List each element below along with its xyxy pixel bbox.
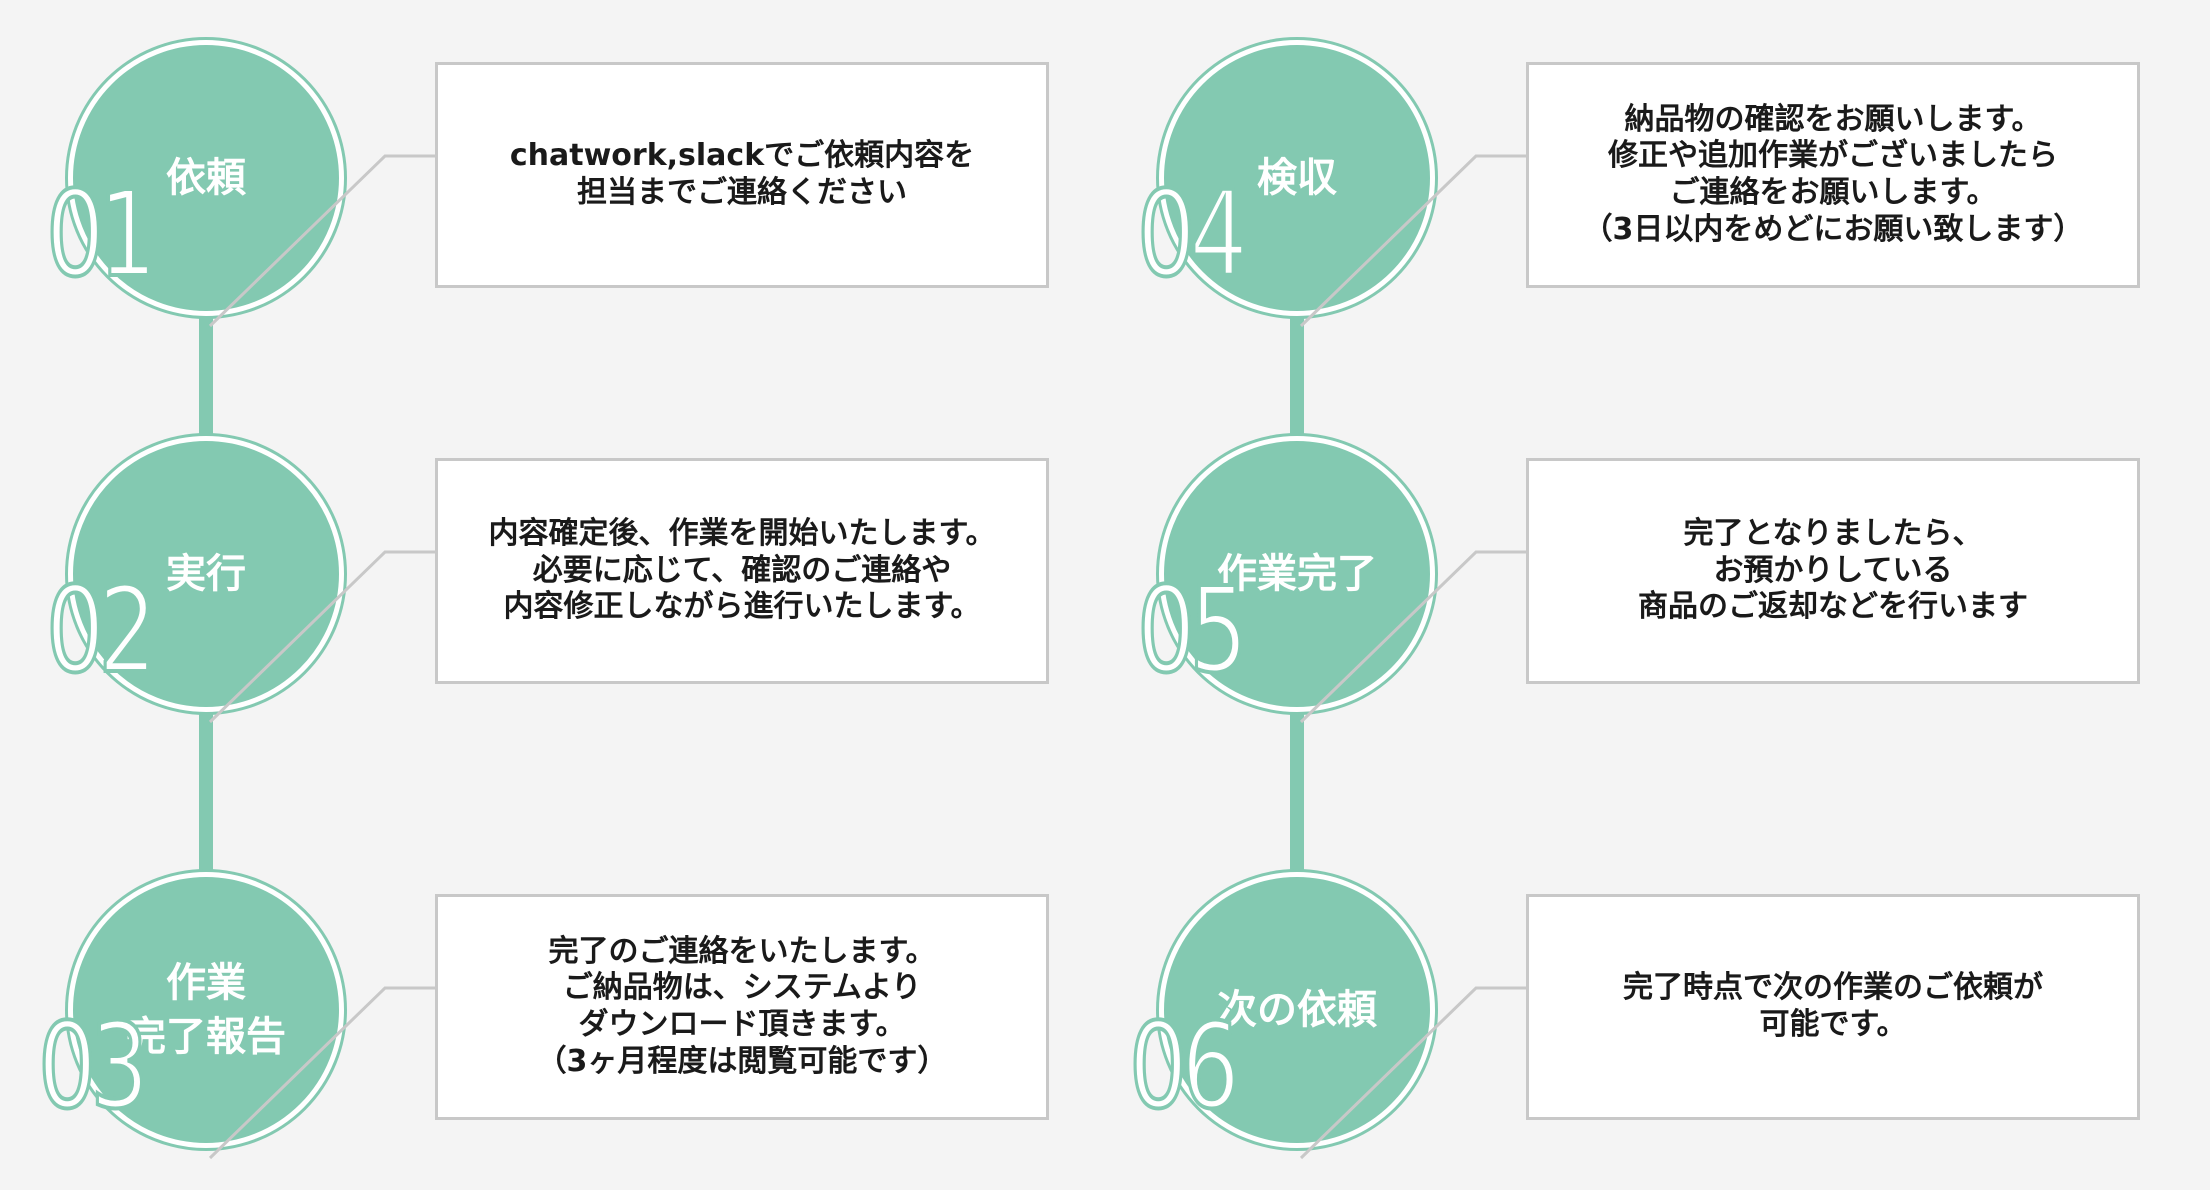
step-description-04: 納品物の確認をお願いします。 修正や追加作業がございましたら ご連絡をお願いしま… [1526, 62, 2140, 288]
step-label-01: 依頼 [166, 155, 246, 201]
step-description-05: 完了となりましたら、 お預かりしている 商品のご返却などを行います [1526, 458, 2140, 684]
step-description-06: 完了時点で次の作業のご依頼が 可能です。 [1526, 894, 2140, 1120]
step-circle-05: 作業完了 [1159, 436, 1435, 712]
connector-02-03 [199, 690, 213, 870]
leader-line-03 [208, 986, 435, 1160]
step-label-02: 実行 [166, 551, 246, 597]
leader-line-02 [208, 550, 435, 724]
leader-line-06 [1299, 986, 1526, 1160]
leader-line-01 [208, 154, 435, 328]
step-circle-04: 検収 [1159, 40, 1435, 316]
step-label-06: 次の依頼 [1217, 987, 1377, 1033]
connector-05-06 [1290, 690, 1304, 870]
step-label-03: 作業 完了報告 [126, 960, 286, 1060]
connector-01-02 [199, 300, 213, 450]
step-number-06: 06 [1127, 997, 1241, 1135]
step-description-03: 完了のご連絡をいたします。 ご納品物は、システムより ダウンロード頂きます。 （… [435, 894, 1049, 1120]
step-number-04: 04 [1135, 165, 1249, 303]
step-description-02: 内容確定後、作業を開始いたします。 必要に応じて、確認のご連絡や 内容修正しなが… [435, 458, 1049, 684]
leader-line-04 [1299, 154, 1526, 328]
step-number-03: 03 [36, 997, 150, 1135]
step-circle-01: 依頼 [68, 40, 344, 316]
step-description-01: chatwork,slackでご依頼内容を 担当までご連絡ください [435, 62, 1049, 288]
connector-04-05 [1290, 300, 1304, 450]
step-number-05: 05 [1135, 561, 1249, 699]
step-number-01: 01 [44, 165, 158, 303]
leader-line-05 [1299, 550, 1526, 724]
step-label-05: 作業完了 [1217, 551, 1377, 597]
step-circle-06: 次の依頼 [1159, 872, 1435, 1148]
step-circle-03: 作業 完了報告 [68, 872, 344, 1148]
step-label-04: 検収 [1257, 155, 1337, 201]
step-number-02: 02 [44, 561, 158, 699]
step-circle-02: 実行 [68, 436, 344, 712]
